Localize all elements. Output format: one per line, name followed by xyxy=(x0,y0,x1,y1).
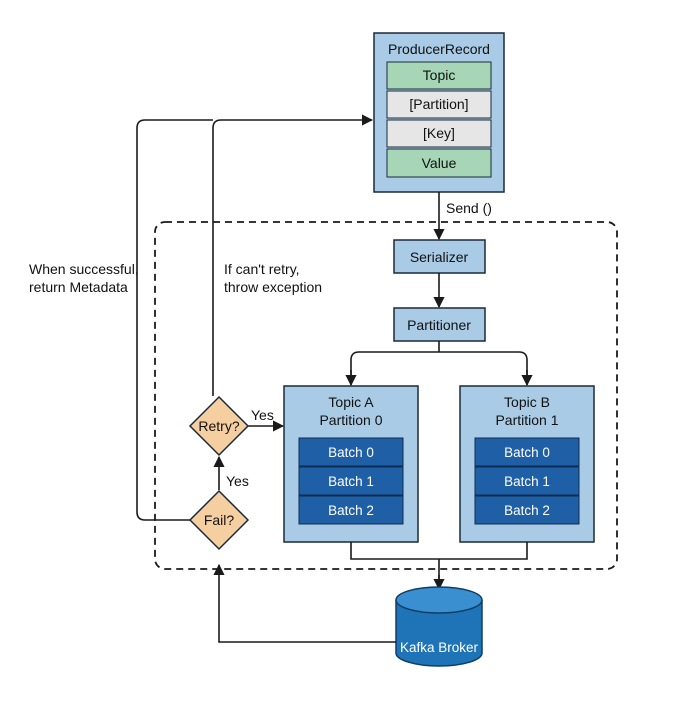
topic-b-partition-label: Partition 1 xyxy=(495,412,558,428)
send-label: Send () xyxy=(446,200,492,216)
success-note-line2: return Metadata xyxy=(29,279,128,295)
retry-failed-arrow xyxy=(212,114,374,396)
topic-b-partition: Topic B Partition 1 Batch 0 Batch 1 Batc… xyxy=(459,385,595,543)
topic-a-partition: Topic A Partition 0 Batch 0 Batch 1 Batc… xyxy=(283,385,419,543)
partitioner-fork xyxy=(350,341,528,384)
field-key: [Key] xyxy=(423,125,455,141)
kafka-broker-label: Kafka Broker xyxy=(400,640,479,655)
success-arrow xyxy=(136,119,213,521)
field-topic-box xyxy=(386,61,492,90)
retry-label: Retry? xyxy=(198,418,239,434)
field-key-box xyxy=(386,119,492,148)
retry-decision: Retry? xyxy=(188,395,250,457)
field-topic: Topic xyxy=(423,67,456,83)
success-note-line1: When successful, xyxy=(29,261,139,277)
fail-yes-label: Yes xyxy=(226,473,249,489)
topic-a-batch-0: Batch 0 xyxy=(328,445,374,460)
topic-a-batch-0-box xyxy=(298,437,404,467)
topic-a-title: Topic A xyxy=(328,394,374,410)
serializer-label: Serializer xyxy=(410,249,469,265)
topic-b-title: Topic B xyxy=(504,394,550,410)
producer-boundary xyxy=(154,221,618,570)
partitioner-box: Partitioner xyxy=(393,307,486,342)
topic-a-batch-1-box xyxy=(298,466,404,496)
field-partition-box xyxy=(386,90,492,119)
topic-b-batch-1: Batch 1 xyxy=(504,474,550,489)
field-value-box xyxy=(386,148,492,178)
kafka-broker: Kafka Broker xyxy=(395,586,483,667)
retry-note-line1: If can't retry, xyxy=(224,261,300,277)
topic-a-partition-label: Partition 0 xyxy=(319,412,382,428)
fail-label: Fail? xyxy=(204,512,235,528)
topic-a-batch-1: Batch 1 xyxy=(328,474,374,489)
producer-record: ProducerRecord Topic [Partition] [Key] V… xyxy=(373,32,505,193)
serializer-box: Serializer xyxy=(393,239,486,274)
producer-record-title: ProducerRecord xyxy=(388,41,490,57)
fail-decision: Fail? xyxy=(188,489,250,551)
partitioner-label: Partitioner xyxy=(407,317,471,333)
retry-yes-label: Yes xyxy=(251,407,274,423)
field-value: Value xyxy=(422,155,457,171)
topic-b-batch-2-box xyxy=(474,495,580,525)
topic-a-batch-2-box xyxy=(298,495,404,525)
field-partition: [Partition] xyxy=(409,96,468,112)
topic-b-batch-1-box xyxy=(474,466,580,496)
topic-b-batch-0-box xyxy=(474,437,580,467)
topic-b-batch-0: Batch 0 xyxy=(504,445,550,460)
topic-b-batch-2: Batch 2 xyxy=(504,503,550,518)
retry-note-line2: throw exception xyxy=(224,279,322,295)
broker-response-arrow xyxy=(213,563,396,643)
topic-a-batch-2: Batch 2 xyxy=(328,503,374,518)
